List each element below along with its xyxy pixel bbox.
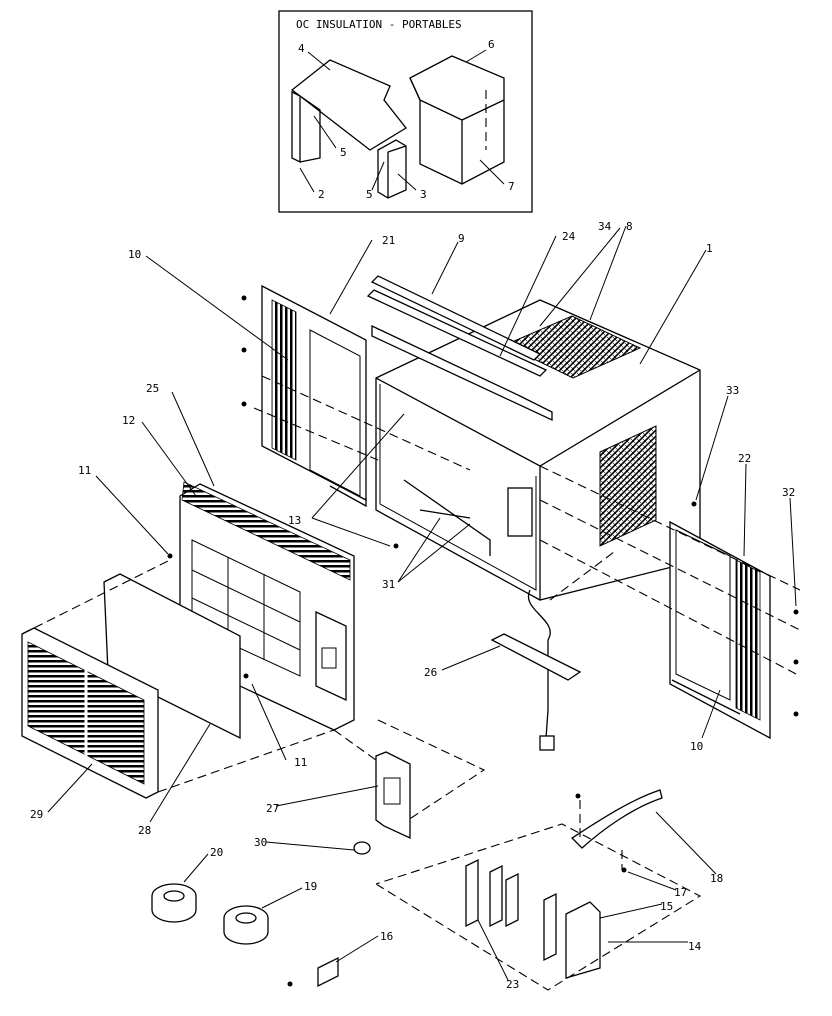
label-21: 21 <box>382 234 395 247</box>
frame-control-panel <box>315 610 347 702</box>
label-4: 4 <box>298 42 305 55</box>
assembly-dashed-lines <box>21 375 801 991</box>
bracket-18 <box>570 789 663 849</box>
label-18: 18 <box>710 872 723 885</box>
label-7: 7 <box>508 180 515 193</box>
label-31: 31 <box>382 578 395 591</box>
label-24: 24 <box>562 230 576 243</box>
bracket-26 <box>490 633 582 681</box>
label-10a: 10 <box>128 248 141 261</box>
label-6: 6 <box>488 38 495 51</box>
top-rail-lower <box>366 289 548 377</box>
screws <box>167 295 799 987</box>
support-brackets-14-15 <box>543 892 601 979</box>
label-23: 23 <box>506 978 519 991</box>
label-29: 29 <box>30 808 43 821</box>
insulation-side-right <box>377 139 407 199</box>
tape-roll-19 <box>223 905 269 945</box>
label-1: 1 <box>706 242 713 255</box>
control-panel-plate <box>375 751 411 840</box>
label-34: 34 <box>598 220 612 233</box>
top-vent-grille <box>503 315 642 379</box>
insulation-inset: OC INSULATION - PORTABLES <box>278 10 533 213</box>
label-8: 8 <box>626 220 633 233</box>
label-9: 9 <box>458 232 465 245</box>
tape-roll-20 <box>151 883 197 923</box>
label-2: 2 <box>318 188 325 201</box>
front-grille <box>21 627 159 799</box>
left-curtain <box>261 284 367 508</box>
side-vent-grille <box>599 425 657 547</box>
label-33: 33 <box>726 384 739 397</box>
label-5b: 5 <box>366 188 373 201</box>
inset-title: OC INSULATION - PORTABLES <box>296 18 462 31</box>
label-30: 30 <box>254 836 267 849</box>
insulation-wrap <box>409 55 505 185</box>
label-11b: 11 <box>294 756 307 769</box>
label-32: 32 <box>782 486 795 499</box>
label-12: 12 <box>122 414 135 427</box>
insulation-top-sheet <box>290 59 407 151</box>
label-10b: 10 <box>690 740 703 753</box>
insulation-side-left <box>291 90 301 164</box>
label-14: 14 <box>688 940 702 953</box>
label-22: 22 <box>738 452 751 465</box>
top-rail <box>370 275 542 361</box>
support-brackets-23 <box>465 858 519 928</box>
inset-frame <box>278 10 533 213</box>
label-27: 27 <box>266 802 279 815</box>
label-17: 17 <box>674 886 687 899</box>
label-5a: 5 <box>340 146 347 159</box>
leader-lines <box>47 225 797 981</box>
label-26: 26 <box>424 666 437 679</box>
label-20: 20 <box>210 846 223 859</box>
label-11a: 11 <box>78 464 91 477</box>
filter <box>103 573 241 740</box>
label-28: 28 <box>138 824 151 837</box>
power-cord <box>527 589 551 739</box>
plug <box>539 735 555 751</box>
label-19: 19 <box>304 880 317 893</box>
control-box <box>507 487 533 537</box>
label-13: 13 <box>288 514 301 527</box>
right-curtain <box>669 520 771 740</box>
label-25: 25 <box>146 382 159 395</box>
label-3: 3 <box>420 188 427 201</box>
top-seal <box>371 324 553 422</box>
clip-16 <box>317 956 339 988</box>
label-15: 15 <box>660 900 673 913</box>
part-labels: 4 6 5 5 3 2 7 10 21 9 24 34 8 1 33 22 32… <box>30 38 795 991</box>
control-knob <box>353 841 371 855</box>
label-16: 16 <box>380 930 393 943</box>
